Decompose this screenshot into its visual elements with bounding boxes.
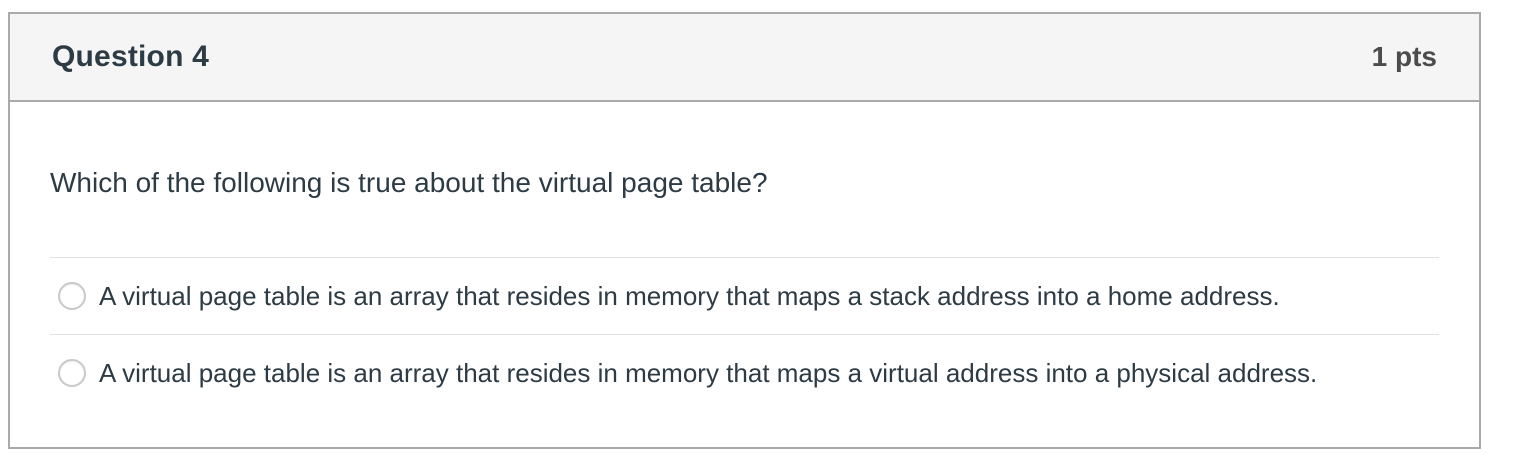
question-prompt: Which of the following is true about the… xyxy=(50,167,768,198)
answer-label[interactable]: A virtual page table is an array that re… xyxy=(99,358,1318,388)
question-title: Question 4 xyxy=(52,40,210,73)
question-points: 1 pts xyxy=(1371,41,1437,72)
radio-button[interactable] xyxy=(58,282,86,310)
radio-button[interactable] xyxy=(58,359,86,387)
question-card: Question 4 1 pts Which of the following … xyxy=(8,12,1481,449)
answer-label[interactable]: A virtual page table is an array that re… xyxy=(99,281,1280,311)
answer-option-1[interactable]: A virtual page table is an array that re… xyxy=(50,257,1439,334)
question-header: Question 4 1 pts xyxy=(10,14,1479,102)
answer-option-2[interactable]: A virtual page table is an array that re… xyxy=(50,334,1439,411)
answer-list: A virtual page table is an array that re… xyxy=(50,257,1439,411)
question-body: Which of the following is true about the… xyxy=(10,166,1479,411)
